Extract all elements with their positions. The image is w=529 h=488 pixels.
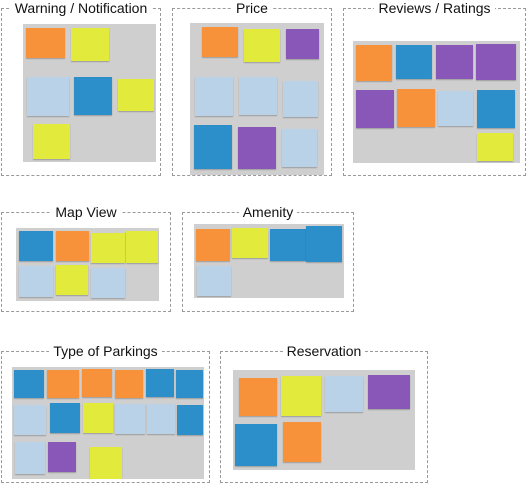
sticky-note [477,133,513,161]
sticky-note [74,77,112,115]
sticky-note [438,91,473,126]
group-price: Price [172,0,332,176]
sticky-note [436,45,473,79]
sticky-note [397,89,435,127]
sticky-note [91,268,125,298]
photo-reservation-notes [233,370,415,470]
sticky-note [146,369,174,397]
sticky-note [196,229,230,261]
sticky-note [202,27,238,57]
sticky-note [270,229,306,261]
group-title-reviews-ratings: Reviews / Ratings [374,0,495,16]
sticky-note [235,424,277,466]
sticky-note [19,231,53,261]
sticky-note [356,45,392,81]
photo-parkings-notes [12,367,204,479]
sticky-note [27,77,69,116]
sticky-note [115,404,145,434]
sticky-note [26,28,65,58]
sticky-note [195,77,233,116]
group-reservation: Reservation [220,343,428,483]
sticky-note [126,231,158,263]
group-title-warning-notification: Warning / Notification [10,0,152,16]
sticky-note [477,90,515,128]
sticky-note [115,370,143,398]
sticky-note [282,129,317,167]
sticky-note [56,265,88,295]
photo-warning-notes [23,24,156,162]
sticky-note [356,90,394,128]
sticky-note [48,442,76,472]
sticky-note [197,266,231,296]
photo-map-notes [16,228,159,301]
sticky-note [286,29,319,59]
sticky-note [91,233,125,263]
group-title-price: Price [232,0,272,16]
sticky-note [194,125,232,169]
sticky-note [476,44,516,80]
sticky-note [238,127,276,169]
sticky-note [33,124,70,159]
sticky-note [281,376,321,416]
group-reviews-ratings: Reviews / Ratings [343,0,526,176]
sticky-note [283,81,318,117]
sticky-note [239,378,277,416]
photo-reviews-notes [353,41,520,163]
sticky-note [325,376,363,412]
sticky-note [147,404,175,434]
sticky-note [15,442,45,474]
sticky-note [244,29,280,62]
group-amenity: Amenity [182,204,354,312]
sticky-note [83,403,113,433]
sticky-note [56,231,89,261]
group-type-of-parkings: Type of Parkings [1,343,210,483]
sticky-note [47,370,79,398]
sticky-note [306,226,342,262]
sticky-note [14,405,46,435]
photo-amenity-notes [194,224,344,298]
group-title-map-view: Map View [51,204,121,220]
group-map-view: Map View [1,204,171,312]
sticky-note [50,403,80,433]
photo-price-notes [190,23,324,175]
sticky-note [283,422,321,462]
group-title-reservation: Reservation [282,343,366,359]
group-title-amenity: Amenity [238,204,298,220]
sticky-note [176,370,203,398]
sticky-note [118,79,154,111]
sticky-note [232,228,268,258]
sticky-note [396,45,432,79]
sticky-note [177,405,203,435]
group-title-type-of-parkings: Type of Parkings [49,343,162,359]
group-warning-notification: Warning / Notification [1,0,161,176]
sticky-note [90,447,122,479]
sticky-note [71,28,109,61]
sticky-note [19,266,53,297]
sticky-note [14,370,44,398]
sticky-note [239,77,277,115]
sticky-note [368,375,410,409]
sticky-note [82,369,112,397]
